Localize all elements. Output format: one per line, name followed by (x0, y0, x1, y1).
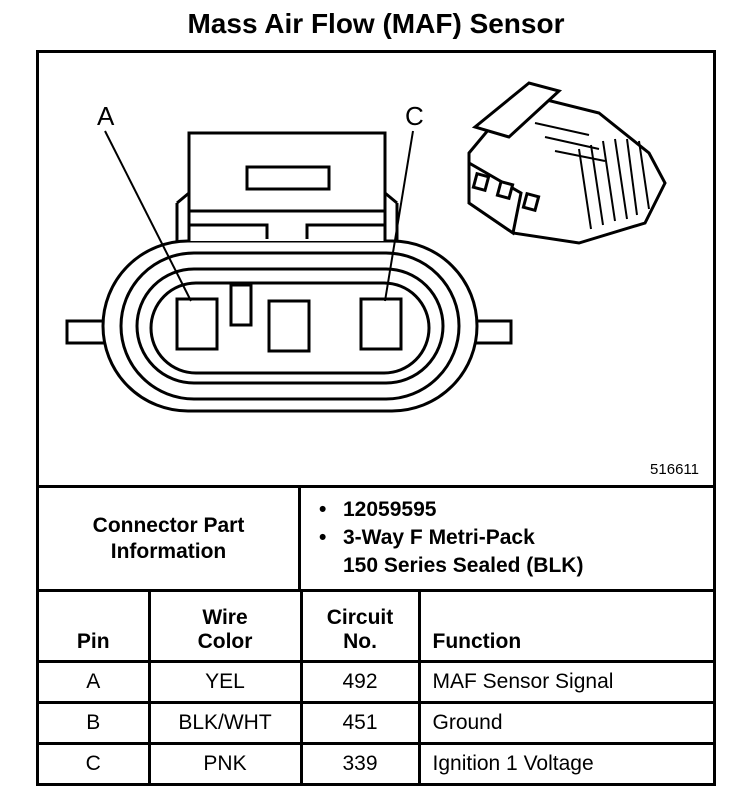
pin-c-leader-line (384, 130, 414, 302)
cell-wire-color: PNK (147, 742, 303, 783)
header-wire-color: Wire Color (147, 589, 303, 663)
connector-info-label: Connector Part Information (39, 488, 301, 589)
list-item: • 12059595 (301, 496, 713, 524)
connector-latch-ridge (189, 209, 385, 239)
connector-info-list: • 12059595 • 3-Way F Metri-Pack 150 Seri… (301, 488, 713, 589)
connector-latch-window (245, 165, 331, 191)
table-row: A YEL 492 MAF Sensor Signal (39, 660, 713, 704)
table-row: B BLK/WHT 451 Ground (39, 701, 713, 745)
cell-wire-color: YEL (147, 660, 303, 704)
page-title: Mass Air Flow (MAF) Sensor (187, 8, 565, 39)
connector-part-info: Connector Part Information • 12059595 • … (39, 485, 713, 589)
cell-pin: A (39, 660, 151, 704)
connector-shell-ring (119, 251, 461, 401)
terminal-b (267, 299, 311, 353)
cell-pin: B (39, 701, 151, 745)
connector-info-label-line2: Information (110, 539, 227, 563)
cell-pin: C (39, 742, 151, 783)
list-item: 150 Series Sealed (BLK) (301, 552, 713, 580)
connector-pin-cavity (149, 281, 431, 375)
terminal-a (175, 297, 219, 351)
figure-id: 516611 (650, 461, 699, 478)
cell-function: Ignition 1 Voltage (417, 742, 713, 783)
connector-isometric-illustration (467, 81, 667, 245)
connector-type-line2: 150 Series Sealed (BLK) (343, 554, 584, 577)
terminal-key (229, 283, 253, 327)
right-side-tab (473, 319, 513, 345)
bullet-icon: • (319, 526, 327, 549)
header-circuit: Circuit No. (299, 589, 421, 663)
pin-a-label: A (97, 101, 115, 131)
bullet-icon: • (319, 498, 327, 521)
cell-circuit: 339 (299, 742, 421, 783)
cell-function: Ground (417, 701, 713, 745)
connector-info-label-line1: Connector Part (92, 513, 245, 537)
left-side-tab (65, 319, 107, 345)
cell-function: MAF Sensor Signal (417, 660, 713, 704)
cell-circuit: 492 (299, 660, 421, 704)
header-function: Function (417, 589, 713, 663)
pin-table: Pin Wire Color Circuit No. Function A YE… (39, 589, 713, 783)
header-pin: Pin (39, 589, 151, 663)
part-number: 12059595 (343, 498, 437, 521)
list-item: • 3-Way F Metri-Pack (301, 524, 713, 552)
connector-type-line1: 3-Way F Metri-Pack (343, 526, 535, 549)
terminal-c (359, 297, 403, 351)
cell-circuit: 451 (299, 701, 421, 745)
table-row: C PNK 339 Ignition 1 Voltage (39, 742, 713, 783)
connector-inner-wall (135, 267, 445, 385)
connector-diagram: A C (65, 81, 667, 413)
pin-a-leader-line (104, 130, 192, 302)
connector-latch-shoulders (175, 191, 399, 241)
pin-table-header: Pin Wire Color Circuit No. Function (39, 589, 713, 663)
connector-latch-body (187, 131, 387, 241)
cell-wire-color: BLK/WHT (147, 701, 303, 745)
pin-c-label: C (405, 101, 424, 131)
connector-chart: A C 516611 Connector Part Information • (36, 50, 716, 786)
